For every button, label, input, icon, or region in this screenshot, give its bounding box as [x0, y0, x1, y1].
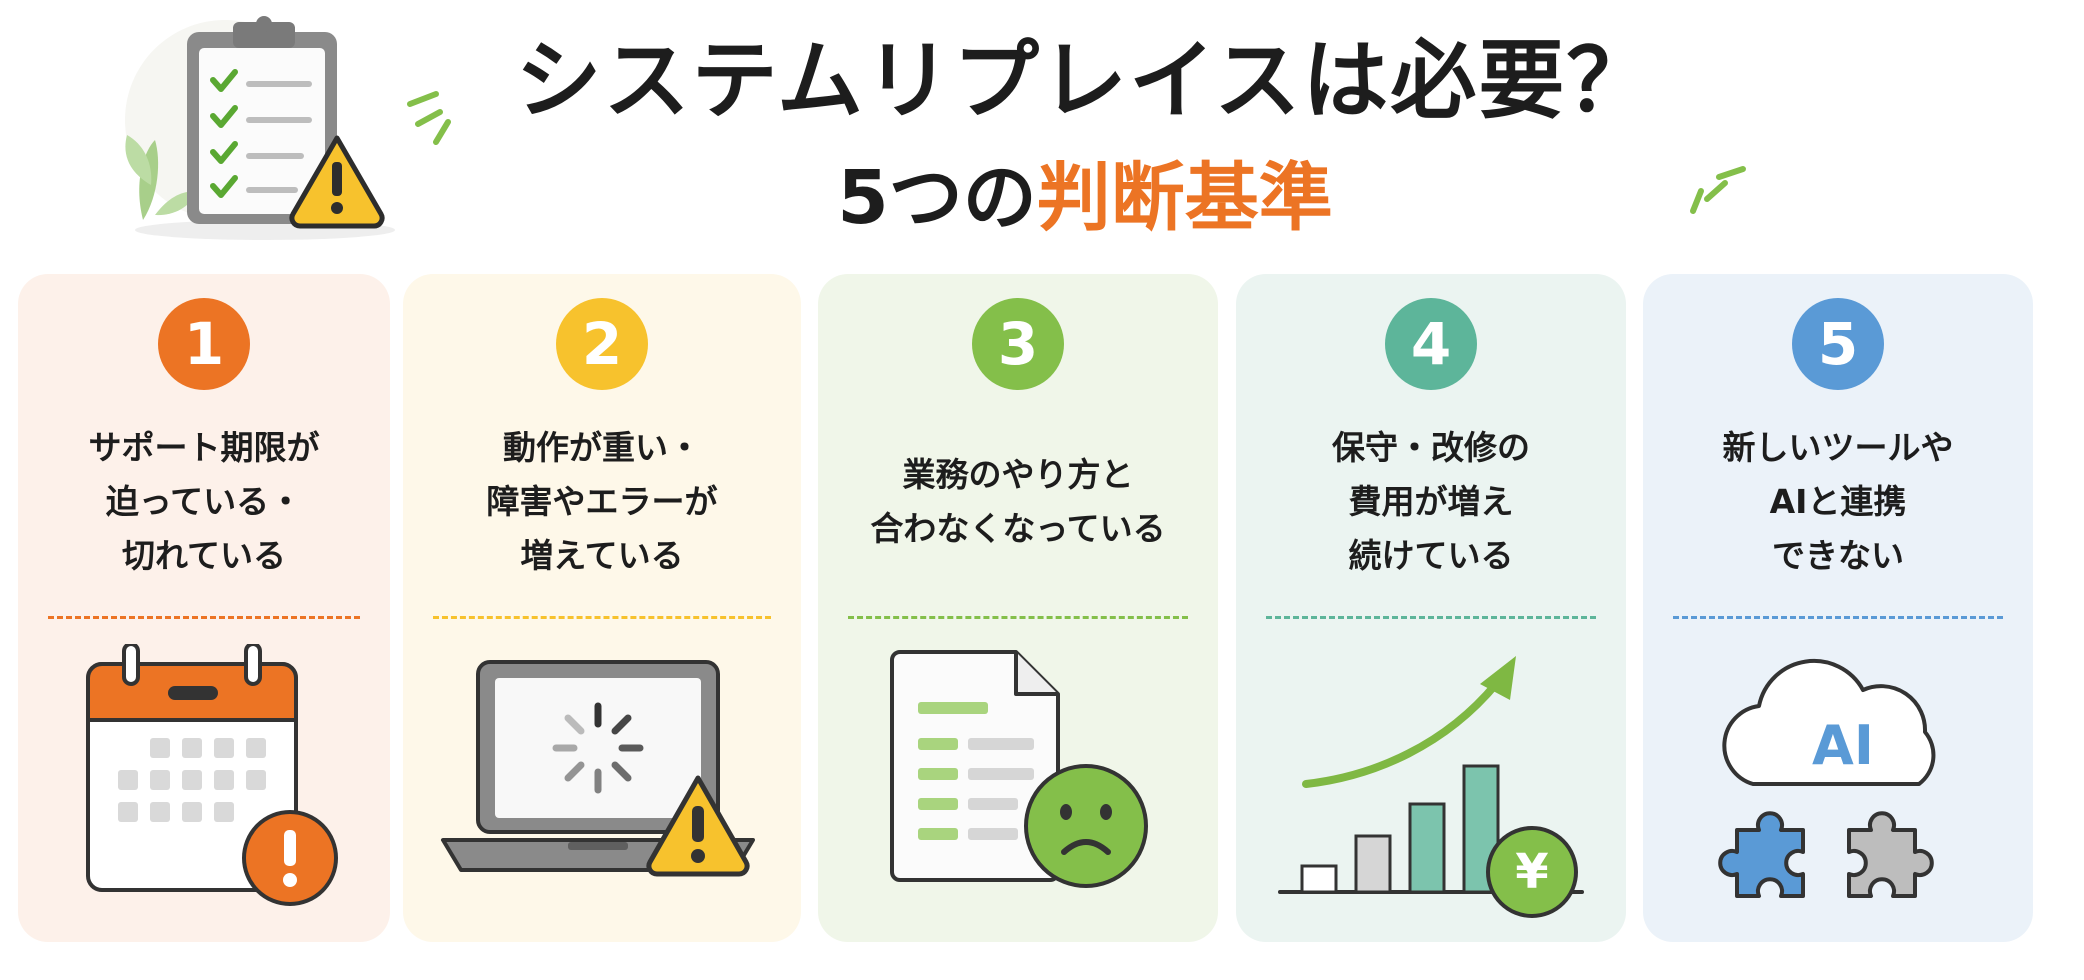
criterion-title-line: 迫っている・ [105, 482, 303, 521]
criterion-number-badge: 1 [158, 298, 250, 390]
criterion-title-line: サポート期限が [88, 428, 320, 467]
criterion-title: 新しいツールや AIと連携 できない [1653, 412, 2023, 592]
clipboard-checklist-warning-icon [125, 16, 395, 240]
criterion-card-2: 2 動作が重い・ 障害やエラーが 増えている [403, 274, 801, 942]
accent-burst-right-icon [1690, 166, 1746, 214]
criterion-title-line: 動作が重い・ [503, 428, 701, 467]
document-sad-face-icon [890, 650, 1148, 888]
dashed-divider [433, 616, 771, 619]
subtitle-prefix: 5つの [837, 155, 1037, 241]
criterion-title-line: 増えている [520, 536, 684, 575]
criterion-number-badge: 2 [556, 298, 648, 390]
criterion-title-line: 費用が増え [1348, 482, 1514, 521]
criterion-title: 業務のやり方と 合わなくなっている [828, 412, 1208, 592]
criterion-title-line: 続けている [1348, 536, 1514, 575]
subtitle-accent: 判断基準 [1036, 155, 1333, 241]
criterion-title-line: 切れている [121, 536, 286, 575]
page-title: システムリプレイスは必要？ [515, 31, 1655, 131]
dashed-divider [1266, 616, 1596, 619]
dashed-divider [48, 616, 360, 619]
yen-symbol: ¥ [1515, 844, 1548, 900]
criterion-title-line: できない [1772, 536, 1904, 575]
criterion-card-4: 4 保守・改修の 費用が増え 続けている ¥ [1236, 274, 1626, 942]
page-subtitle: 5つの判断基準 [465, 138, 1705, 245]
dashed-divider [848, 616, 1188, 619]
criterion-card-5: 5 新しいツールや AIと連携 できない AI [1643, 274, 2033, 942]
criterion-title: 保守・改修の 費用が増え 続けている [1246, 412, 1616, 592]
criterion-title-line: 合わなくなっている [870, 509, 1166, 548]
accent-burst-left-icon [407, 91, 451, 145]
criterion-title-line: 保守・改修の [1332, 428, 1530, 467]
criterion-number-badge: 3 [972, 298, 1064, 390]
criterion-title-line: 障害やエラーが [486, 482, 718, 521]
cost-growth-chart-icon: ¥ [1278, 656, 1584, 918]
criterion-title: サポート期限が 迫っている・ 切れている [28, 412, 380, 592]
criterion-title-line: AIと連携 [1769, 482, 1907, 521]
criterion-card-1: 1 サポート期限が 迫っている・ 切れている [18, 274, 390, 942]
criterion-title: 動作が重い・ 障害やエラーが 増えている [413, 412, 791, 592]
criterion-title-line: 業務のやり方と [902, 455, 1134, 494]
criterion-title-line: 新しいツールや [1722, 428, 1954, 467]
ai-label: AI [1812, 714, 1874, 777]
ai-cloud-puzzle-icon: AI [1718, 659, 1936, 898]
criterion-card-3: 3 業務のやり方と 合わなくなっている [818, 274, 1218, 942]
criterion-number-badge: 5 [1792, 298, 1884, 390]
calendar-warning-icon [86, 644, 338, 906]
header: システムリプレイスは必要？ 5つの判断基準 [0, 0, 2084, 270]
criterion-number-badge: 4 [1385, 298, 1477, 390]
laptop-loading-warning-icon [441, 660, 755, 877]
dashed-divider [1673, 616, 2003, 619]
